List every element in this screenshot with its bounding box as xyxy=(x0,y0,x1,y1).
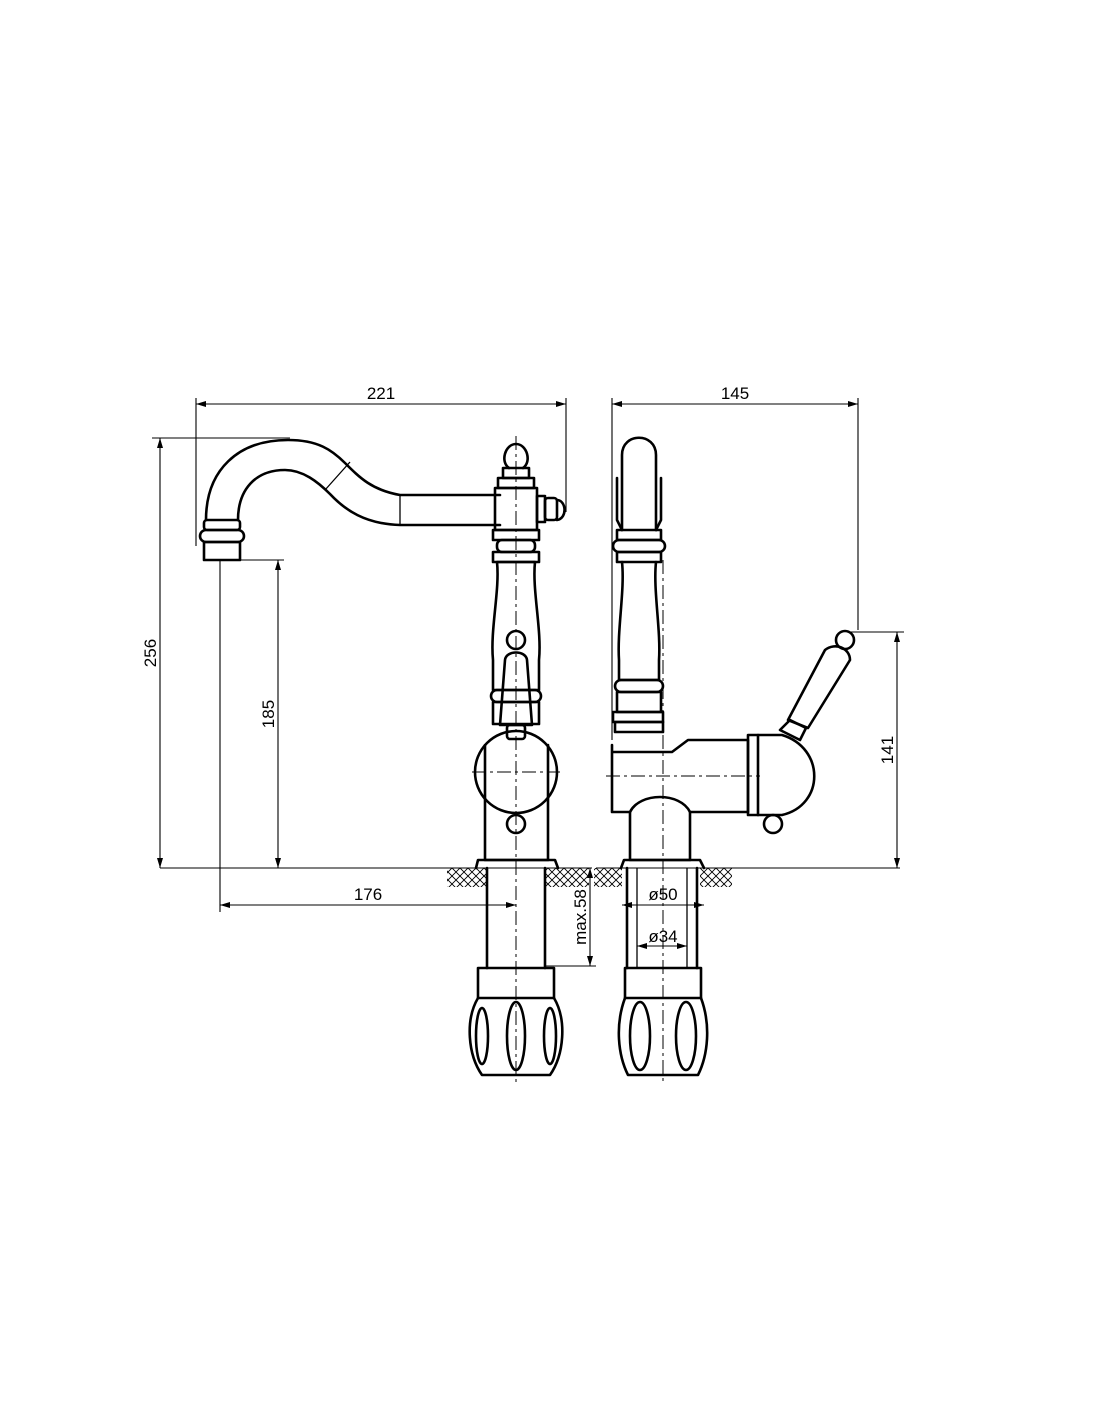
side-shank xyxy=(617,810,709,1077)
front-view xyxy=(160,436,592,1084)
side-lever xyxy=(778,629,856,742)
side-hatch-left xyxy=(594,868,622,887)
top-finial xyxy=(491,442,566,564)
dim-label-221: 221 xyxy=(367,384,395,403)
dimension-labels: 221 145 256 185 176 max.58 141 ø50 ø34 xyxy=(141,384,897,946)
dim-label-d50: ø50 xyxy=(648,885,677,904)
counter-hatch-right xyxy=(545,868,589,887)
dim-label-176: 176 xyxy=(354,885,382,904)
dim-label-145: 145 xyxy=(721,384,749,403)
dimension-lines xyxy=(152,398,904,967)
dim-label-256: 256 xyxy=(141,639,160,667)
side-view xyxy=(594,436,900,1084)
dim-label-141: 141 xyxy=(878,736,897,764)
dim-label-185: 185 xyxy=(259,700,278,728)
dim-label-d34: ø34 xyxy=(648,927,677,946)
side-hatch-right xyxy=(700,868,732,887)
side-spout xyxy=(611,436,667,734)
counter-hatch-left xyxy=(447,868,487,887)
spout xyxy=(198,438,502,562)
side-valve-body xyxy=(610,733,816,835)
dim-label-max58: max.58 xyxy=(571,889,590,945)
